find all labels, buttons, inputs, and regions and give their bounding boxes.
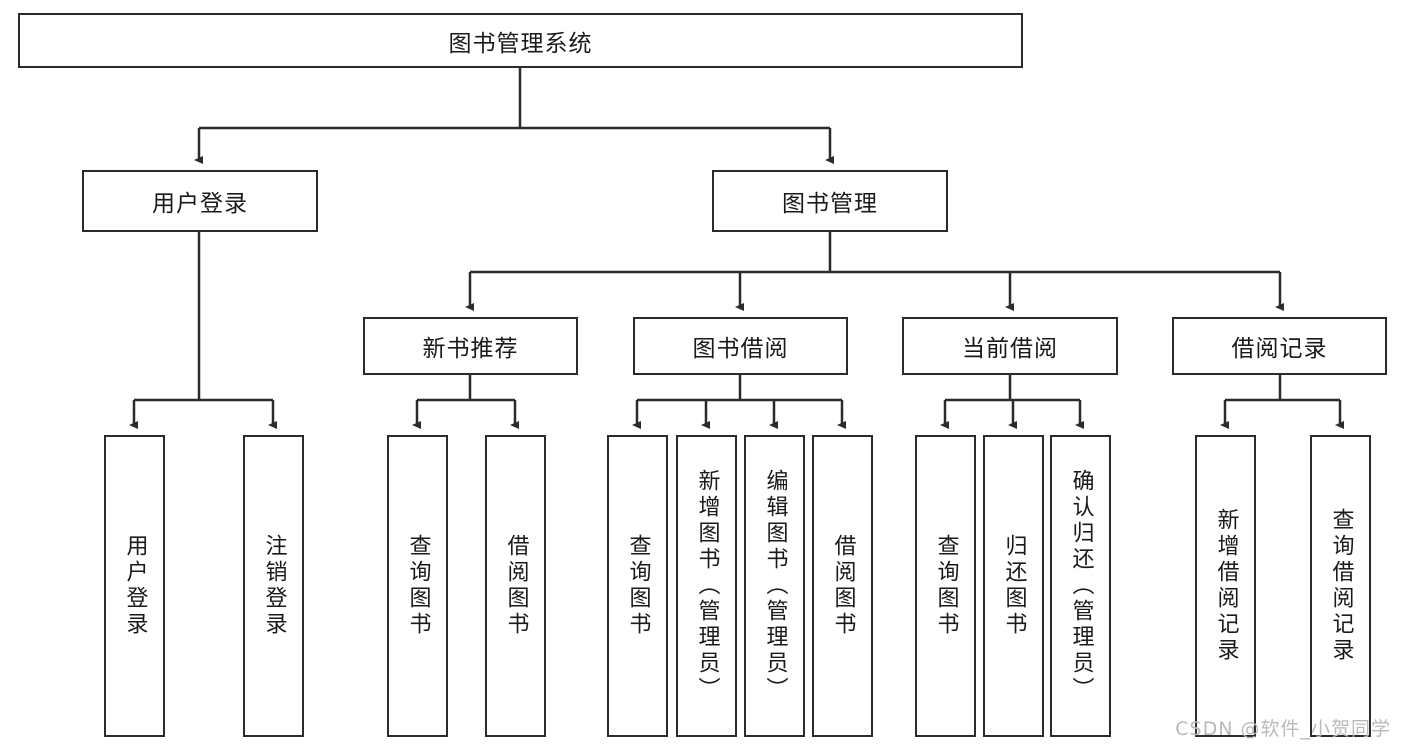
csdn-watermark: CSDN @软件_小贺同学 (1175, 718, 1391, 740)
node-leaf-borrow-book-borrow[interactable]: 借阅图书 (812, 435, 873, 737)
node-label: 新增借阅记录 (1213, 508, 1239, 664)
node-user-login[interactable]: 用户登录 (82, 170, 318, 232)
node-current-borrowing[interactable]: 当前借阅 (902, 317, 1118, 375)
node-label: 注销登录 (261, 534, 287, 638)
node-leaf-user-login[interactable]: 用户登录 (104, 435, 165, 737)
node-label: 编辑图书（管理员） (762, 469, 788, 703)
node-label: 新书推荐 (422, 336, 519, 362)
node-label: 图书管理 (782, 191, 878, 217)
node-label: 确认归还（管理员） (1068, 469, 1094, 703)
node-leaf-query-book-new[interactable]: 查询图书 (387, 435, 448, 737)
node-book-borrowing[interactable]: 图书借阅 (633, 317, 848, 375)
node-leaf-add-book-admin[interactable]: 新增图书（管理员） (676, 435, 737, 737)
node-label: 查询图书 (405, 534, 431, 638)
node-label: 图书管理系统 (448, 30, 593, 57)
node-label: 借阅图书 (503, 534, 529, 638)
node-leaf-return-book[interactable]: 归还图书 (983, 435, 1044, 737)
node-label: 借阅图书 (830, 534, 856, 638)
node-label: 归还图书 (1001, 534, 1027, 638)
node-root-book-management-system[interactable]: 图书管理系统 (18, 13, 1023, 68)
node-label: 查询图书 (625, 534, 651, 638)
node-leaf-borrow-book-new[interactable]: 借阅图书 (485, 435, 546, 737)
node-label: 借阅记录 (1231, 336, 1328, 362)
node-label: 图书借阅 (692, 336, 789, 362)
node-leaf-add-borrow-record[interactable]: 新增借阅记录 (1195, 435, 1256, 737)
node-label: 当前借阅 (962, 336, 1058, 362)
node-label: 查询图书 (933, 534, 959, 638)
node-leaf-query-book-borrow[interactable]: 查询图书 (607, 435, 668, 737)
node-leaf-logout-login[interactable]: 注销登录 (243, 435, 304, 737)
node-leaf-confirm-return-admin[interactable]: 确认归还（管理员） (1050, 435, 1111, 737)
node-label: 用户登录 (152, 191, 248, 217)
node-leaf-edit-book-admin[interactable]: 编辑图书（管理员） (744, 435, 805, 737)
node-book-management[interactable]: 图书管理 (712, 170, 948, 232)
node-leaf-query-borrow-record[interactable]: 查询借阅记录 (1310, 435, 1371, 737)
node-label: 用户登录 (122, 534, 148, 638)
node-leaf-query-book-current[interactable]: 查询图书 (915, 435, 976, 737)
node-label: 查询借阅记录 (1328, 508, 1354, 664)
node-new-book-recommendation[interactable]: 新书推荐 (363, 317, 578, 375)
node-borrowing-record[interactable]: 借阅记录 (1172, 317, 1387, 375)
node-label: 新增图书（管理员） (694, 469, 720, 703)
